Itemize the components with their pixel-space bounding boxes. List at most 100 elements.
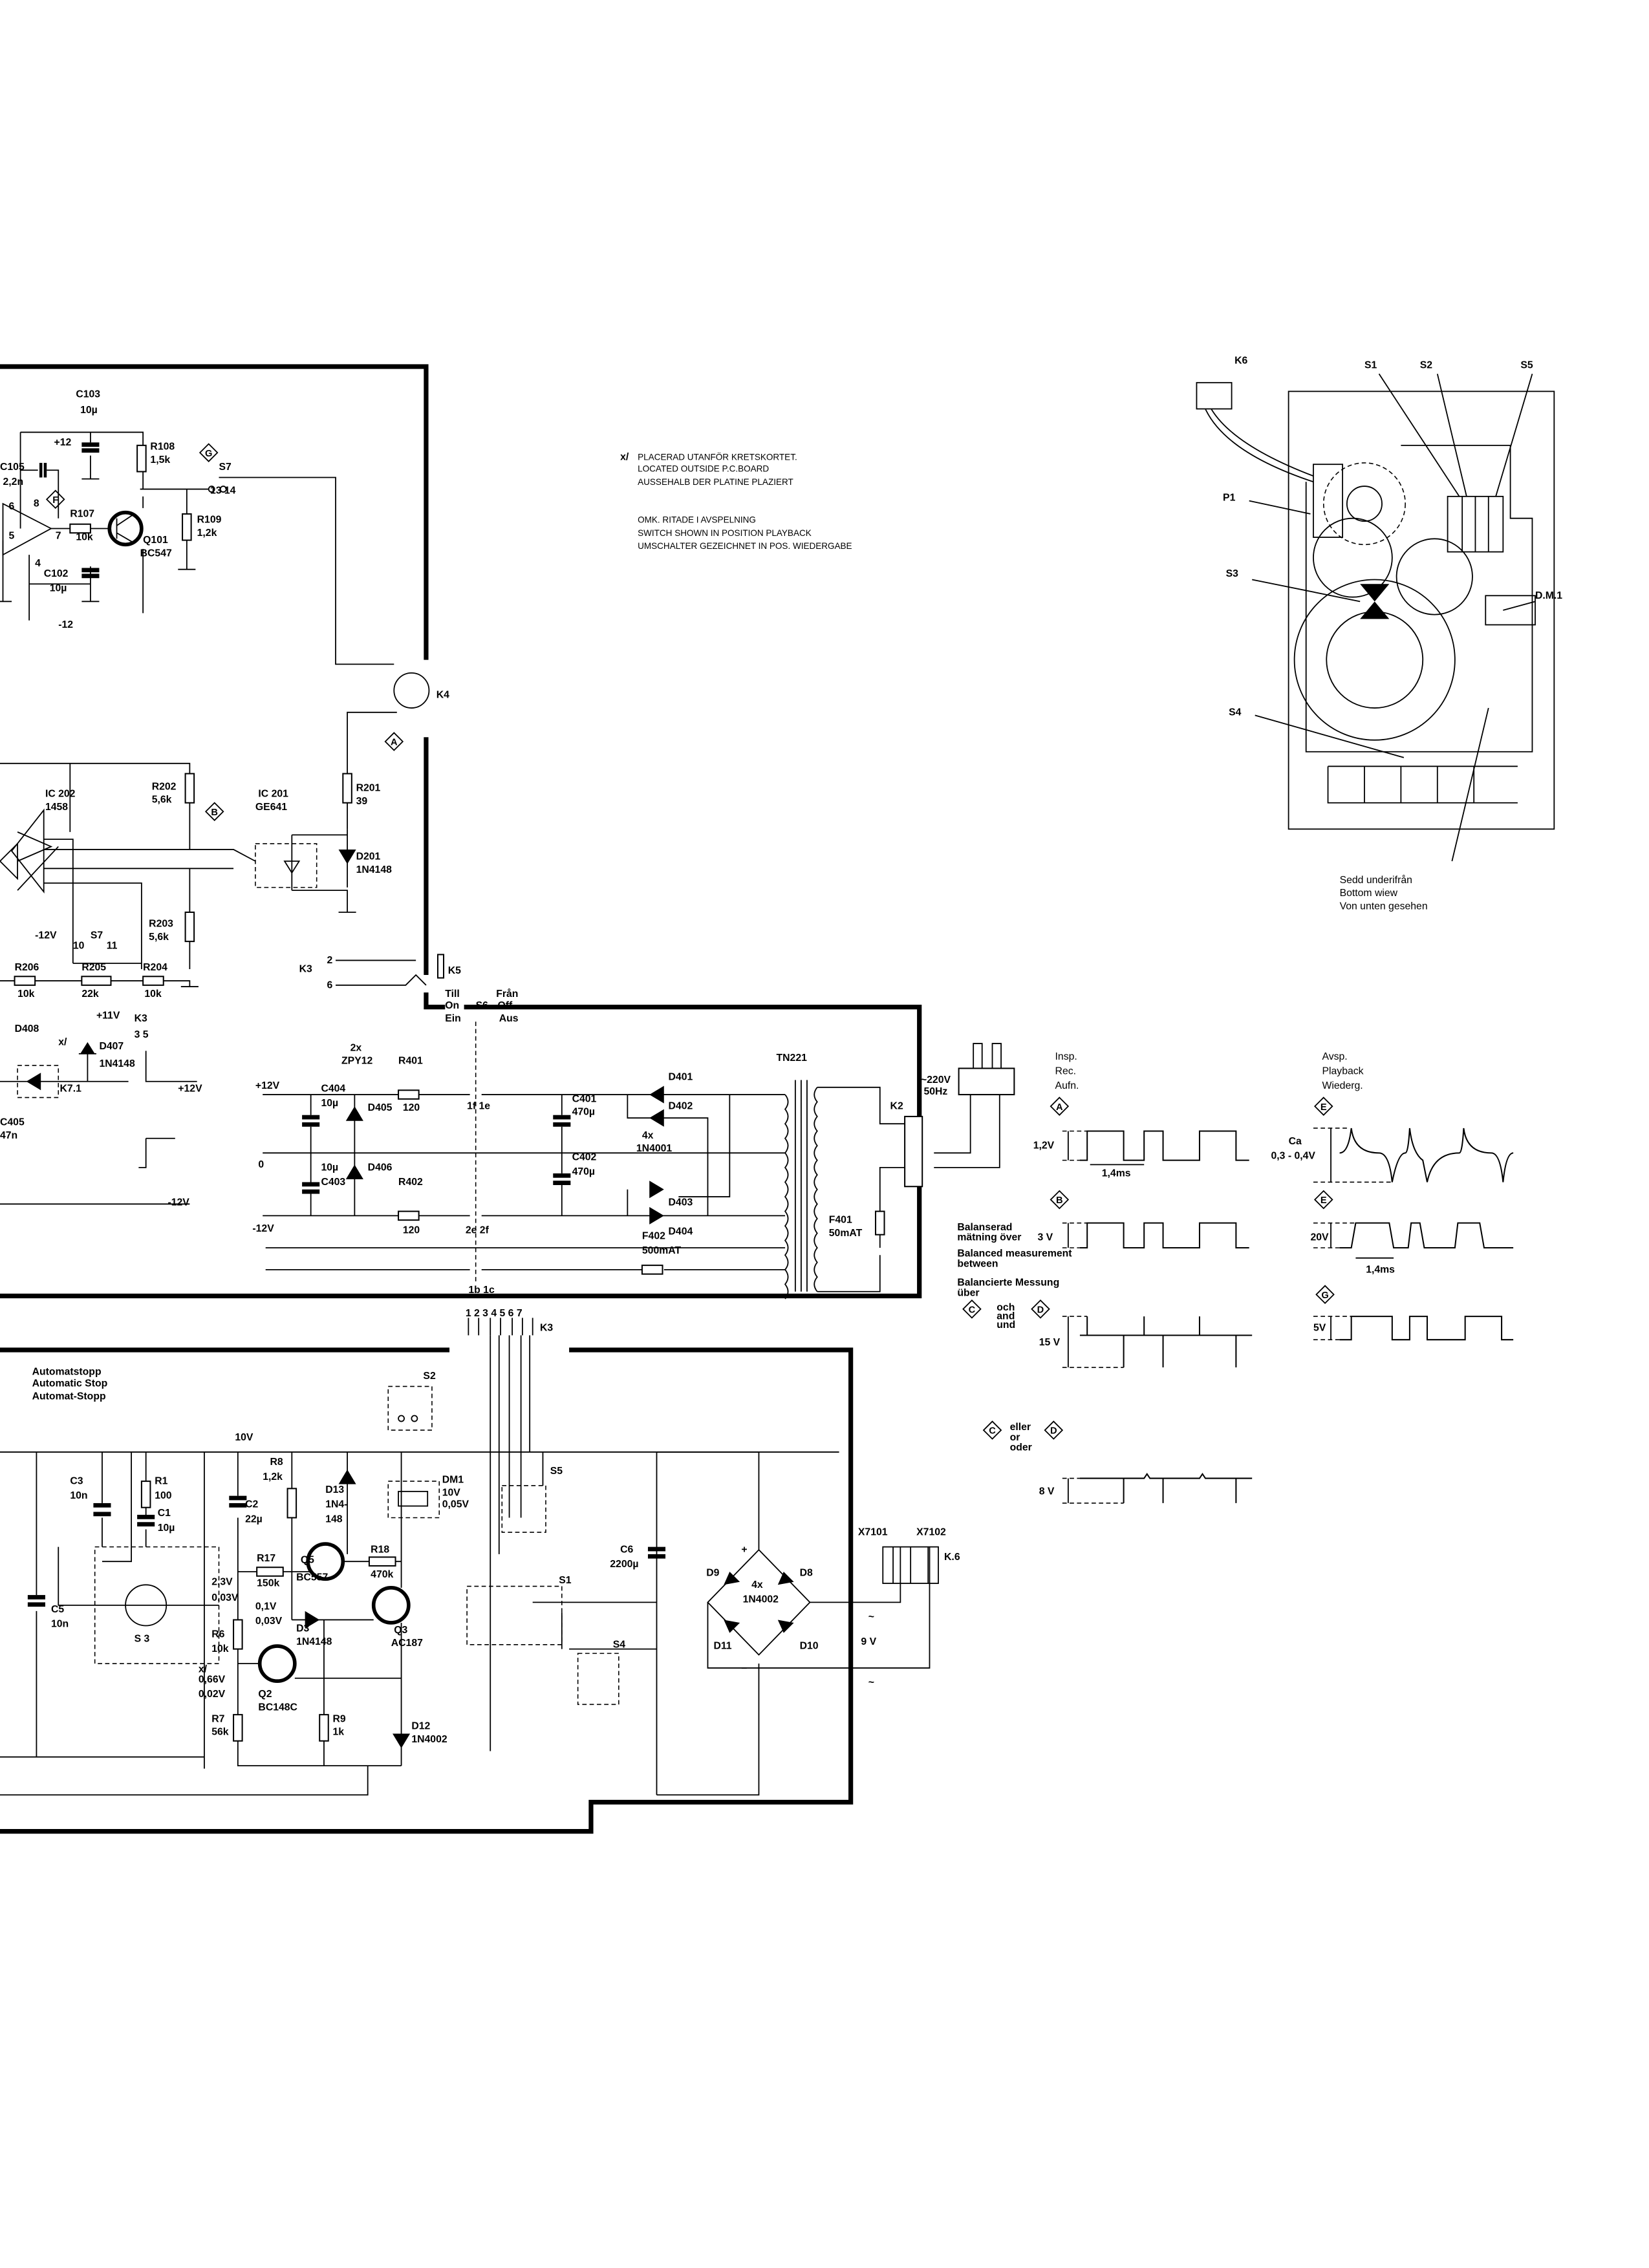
autostop-label: X7102: [916, 1527, 946, 1538]
test-point-d: D: [1037, 1305, 1044, 1315]
bottom-view-caption: Bottom wiew: [1340, 888, 1398, 899]
autostop-label: S 3: [135, 1633, 150, 1644]
bottom-view-label: S1: [1364, 359, 1377, 370]
test-point-f: F: [52, 495, 58, 506]
amp-label: -12: [58, 619, 73, 630]
autostop-label: 1N4148: [296, 1636, 332, 1647]
autostop-label: Q3: [394, 1625, 407, 1636]
switch-s2: [387, 1385, 433, 1431]
note-switch-position-0: OMK. RITADE I AVSPELNING: [638, 515, 756, 524]
decoder-label: D201: [356, 851, 381, 862]
autostop-label: X7101: [858, 1527, 888, 1538]
power-label: ZPY12: [341, 1056, 372, 1067]
autostop-label: 1,2k: [263, 1471, 283, 1482]
autostop-label: 1 2 3 4 5 6 7: [466, 1308, 523, 1319]
resistor-r202: [184, 773, 195, 804]
playback-heading: Avsp.: [1322, 1051, 1348, 1062]
resistor-r109: [182, 513, 192, 541]
playback-heading: Wiederg.: [1322, 1080, 1363, 1091]
power-label: -12V: [252, 1223, 274, 1234]
autostop-label: R1: [155, 1476, 167, 1487]
autostop-label: R17: [257, 1553, 275, 1564]
decoder-label: 22k: [81, 989, 99, 1000]
decoder-label: x/: [58, 1036, 67, 1047]
resistor-r203: [184, 911, 195, 943]
waveform-label: oder: [1010, 1442, 1032, 1453]
autostop-label: C1: [158, 1508, 171, 1519]
autostop-label: C6: [620, 1545, 633, 1556]
autostop-label: ~: [868, 1611, 874, 1622]
connector-k2: [904, 1115, 923, 1188]
autostop-label: C3: [70, 1476, 83, 1487]
resistor-r201: [342, 773, 352, 804]
waveform-label: 15 V: [1039, 1337, 1061, 1348]
fuse-f401: [874, 1210, 885, 1236]
autostop-label: Automatic Stop: [32, 1378, 108, 1389]
autostop-label: R6: [211, 1629, 224, 1640]
decoder-label: 1458: [45, 802, 68, 813]
resistor-r1: [140, 1481, 151, 1508]
power-label: F402: [642, 1230, 665, 1241]
waveform-label: 20V: [1310, 1232, 1329, 1243]
autostop-label: Automatstopp: [32, 1366, 102, 1377]
power-label: C404: [321, 1084, 345, 1095]
resistor-r17: [256, 1567, 284, 1577]
switch-s1: [466, 1585, 563, 1645]
test-point-marker: [982, 1420, 1002, 1440]
power-label: 10µ: [321, 1098, 338, 1109]
optocoupler-ic201: [255, 843, 318, 888]
test-point-c: C: [969, 1305, 976, 1315]
power-label: Ein: [445, 1013, 461, 1024]
waveform-label: 0,3 - 0,4V: [1271, 1150, 1316, 1161]
autostop-label: 0,03V: [255, 1616, 283, 1627]
amp-label: +12: [54, 437, 71, 448]
power-label: +12V: [255, 1080, 280, 1091]
test-point-marker: [1313, 1190, 1333, 1210]
decoder-label: K3: [299, 964, 312, 975]
autostop-label: 10n: [70, 1490, 87, 1501]
amp-label: C103: [76, 389, 100, 400]
amp-label: 1,5k: [150, 455, 170, 465]
power-label: Off: [498, 1000, 513, 1011]
autostop-label: 56k: [211, 1727, 229, 1738]
switch-s4: [577, 1653, 620, 1706]
amp-label: 2,2n: [3, 476, 24, 487]
power-label: F401: [829, 1215, 852, 1226]
decoder-label: -12V: [168, 1197, 190, 1208]
waveform-label: 8 V: [1039, 1486, 1055, 1497]
autostop-label: Q2: [258, 1689, 272, 1700]
waveform-label: and: [997, 1311, 1015, 1322]
amp-label: R108: [150, 442, 175, 453]
autostop-label: 22µ: [245, 1514, 263, 1524]
autostop-label: 2200µ: [610, 1559, 638, 1570]
amp-label: 4: [35, 558, 41, 569]
power-label: 120: [403, 1225, 420, 1236]
decoder-label: K5: [448, 965, 461, 976]
waveform-label: 3 V: [1037, 1232, 1053, 1243]
power-label: 1f 1e: [467, 1101, 490, 1112]
amp-label: K4: [436, 689, 449, 700]
bottom-view-caption: Von unten gesehen: [1340, 901, 1428, 912]
power-label: R401: [398, 1056, 423, 1067]
waveform-f: [1339, 1222, 1514, 1249]
power-label: D401: [669, 1072, 693, 1083]
decoder-label: 1N4148: [99, 1058, 135, 1069]
autostop-label: x/: [199, 1664, 208, 1675]
waveform-label: och: [997, 1302, 1015, 1313]
autostop-label: 10n: [51, 1619, 69, 1630]
amp-label: S7: [219, 462, 232, 473]
autostop-label: 0,03V: [211, 1592, 239, 1603]
amp-label: 13 14: [210, 485, 236, 496]
autostop-label: S5: [550, 1466, 563, 1477]
power-label: C401: [572, 1093, 597, 1104]
power-supply-circuit: [263, 1022, 1015, 1300]
power-label: 2e 2f: [466, 1225, 490, 1236]
waveform-a: [1079, 1130, 1249, 1161]
autostop-label: 0,66V: [199, 1674, 226, 1685]
power-label: C402: [572, 1152, 597, 1163]
power-label: 0: [258, 1159, 264, 1170]
autostop-label: 0,05V: [442, 1499, 469, 1510]
decoder-label: +11V: [96, 1011, 120, 1022]
opamp-ic202-a: [10, 808, 45, 894]
outside-board-marker: x/: [620, 451, 629, 462]
